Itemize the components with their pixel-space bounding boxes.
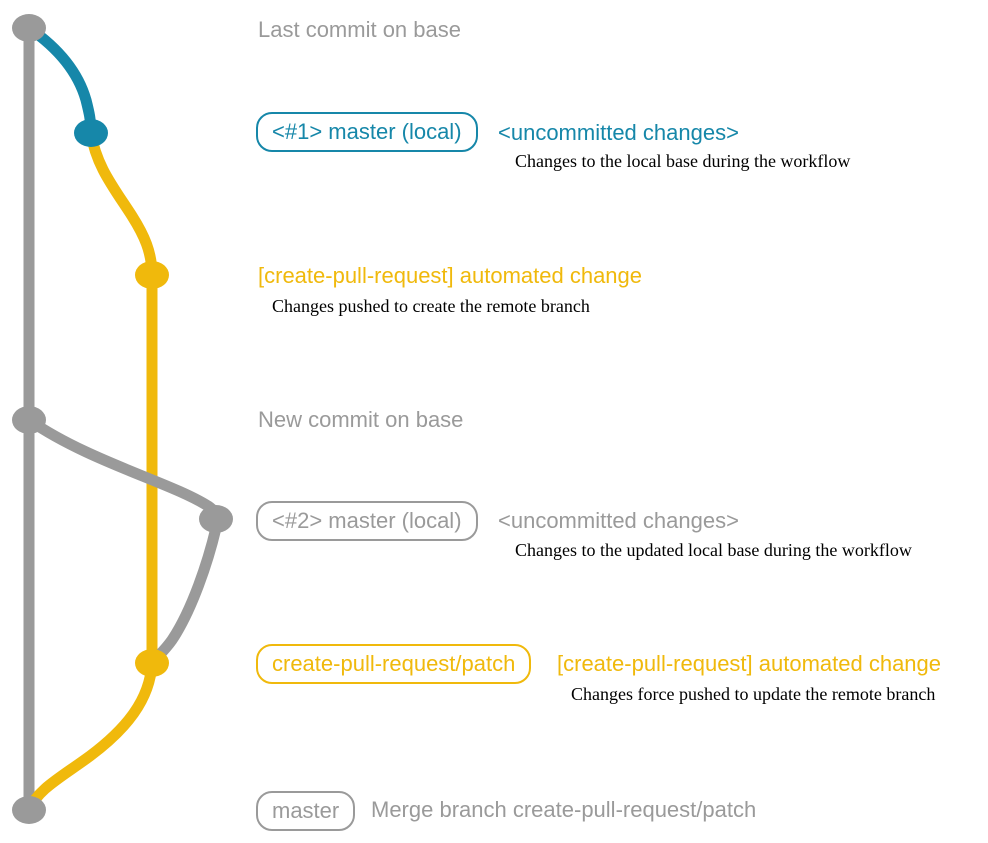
rebase-branch-line (23, 414, 223, 669)
automated-change-desc-1: Changes pushed to create the remote bran… (272, 296, 590, 316)
commit-dot-create-pull-request-1 (135, 261, 169, 289)
branch-badge-master-local-2: <#2> master (local) (256, 501, 478, 541)
branch-badge-master: master (256, 791, 356, 831)
automated-change-label-1: [create-pull-request] automated change (258, 263, 643, 288)
commit-dot-create-pull-request-2 (135, 649, 169, 677)
branch-badge-create-pull-request-patch: create-pull-request/patch (256, 644, 532, 684)
uncommitted-changes-label-2: <uncommitted changes> (498, 508, 739, 533)
commit-dot-local-master-2 (199, 505, 233, 533)
merge-branch-line (23, 657, 158, 816)
branch-badge-master-local-1: <#1> master (local) (256, 112, 478, 152)
uncommitted-changes-desc-1: Changes to the local base during the wor… (515, 151, 851, 171)
uncommitted-changes-desc-2: Changes to the updated local base during… (515, 540, 912, 560)
last-commit-on-base-label: Last commit on base (258, 17, 461, 42)
commit-graph (12, 14, 233, 824)
uncommitted-changes-label-1: <uncommitted changes> (498, 120, 739, 145)
commit-dot-last-commit-on-base (12, 14, 46, 42)
local-changes-branch-line (23, 22, 97, 139)
push-to-remote-branch-line (85, 127, 158, 281)
automated-change-label-2: [create-pull-request] automated change (557, 651, 942, 676)
commit-dot-new-commit-on-base (12, 406, 46, 434)
merge-branch-label: Merge branch create-pull-request/patch (371, 797, 757, 822)
commit-dot-merge-commit (12, 796, 46, 824)
automated-change-desc-2: Changes force pushed to update the remot… (571, 684, 936, 704)
new-commit-on-base-label: New commit on base (258, 407, 464, 432)
commit-dot-local-master-1 (74, 119, 108, 147)
